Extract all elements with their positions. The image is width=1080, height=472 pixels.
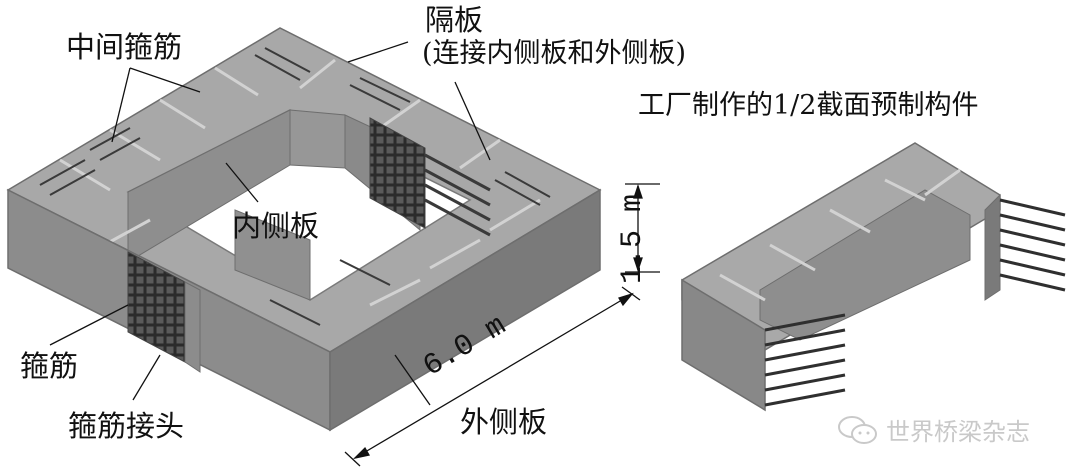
label-middle-stirrup: 中间箍筋 (66, 30, 183, 64)
half-section-component (681, 142, 1066, 412)
full-box-section (6, 27, 602, 432)
height-dimension-line (625, 183, 660, 273)
label-inner-panel: 内侧板 (232, 209, 320, 243)
dimension-height: 1.5 m (616, 193, 651, 285)
label-half-section-caption: 工厂制作的1/2截面预制构件 (638, 90, 979, 121)
label-stirrup-joint: 箍筋接头 (68, 409, 185, 443)
leader-lines (49, 41, 491, 406)
label-stirrup: 箍筋 (20, 349, 79, 383)
label-diaphragm-note: (连接内侧板和外侧板) (422, 38, 687, 69)
length-dimension-line (344, 286, 641, 467)
watermark-text: 世界桥梁杂志 (886, 418, 1030, 446)
watermark: 世界桥梁杂志 (836, 412, 1030, 447)
label-outer-panel: 外侧板 (460, 405, 548, 439)
label-diaphragm: 隔板 (425, 3, 484, 37)
wechat-icon (838, 415, 877, 444)
